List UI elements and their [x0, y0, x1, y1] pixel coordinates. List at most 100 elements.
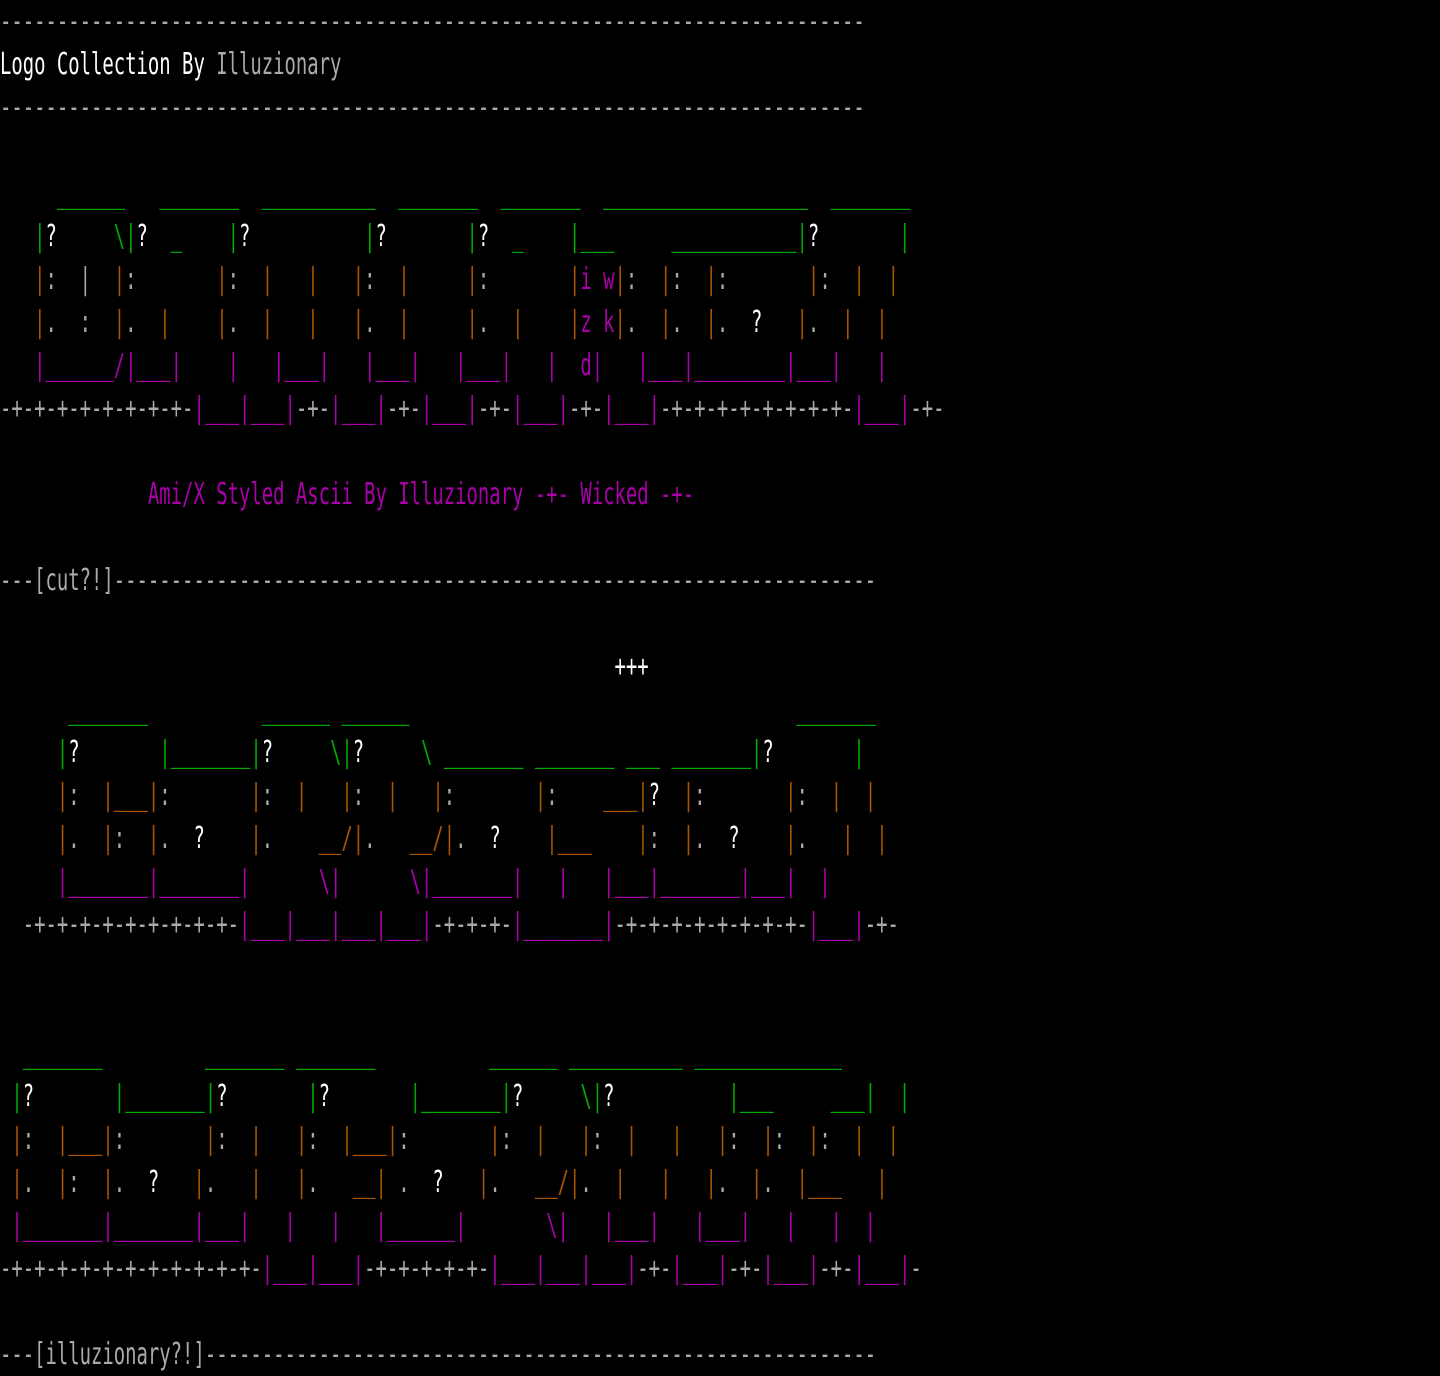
- text-segment: |___|___|___|___|: [238, 907, 433, 942]
- text-segment: |: [0, 1079, 23, 1114]
- text-segment: | |: [489, 305, 581, 340]
- text-line: |: | |: |: | | |: | |: |i w|: |: |: |: |…: [0, 258, 899, 301]
- text-segment: ?: [261, 735, 274, 770]
- text-segment: :: [694, 778, 706, 813]
- text-segment: :: [546, 778, 558, 813]
- text-segment: Ami/X Styled Ascii By Illuzionary -+- Wi…: [0, 477, 695, 512]
- text-segment: .: [113, 1165, 148, 1200]
- text-segment: |: [102, 1165, 114, 1200]
- text-segment: |_______|: [329, 1079, 513, 1114]
- text-segment: .: [807, 305, 843, 340]
- text-segment: :: [216, 1122, 251, 1157]
- text-segment: -+-+-+-+-+-+-+-+-: [0, 391, 194, 426]
- text-line: _______ ______ ______ _______: [0, 688, 876, 731]
- text-segment: |___|: [341, 1122, 399, 1157]
- text-segment: \|: [273, 735, 353, 770]
- text-segment: | | |: [591, 1165, 717, 1200]
- text-line: ---[illuzionary?!]----------------------…: [0, 1333, 876, 1376]
- text-segment: ?: [136, 219, 148, 254]
- text-segment: |: [773, 735, 865, 770]
- text-segment: .: [261, 821, 274, 856]
- text-segment: |: [0, 1122, 23, 1157]
- text-segment: -+-: [728, 1251, 763, 1286]
- text-segment: |: [739, 821, 797, 856]
- text-segment: | | |: [261, 305, 365, 340]
- text-segment: :: [398, 1122, 410, 1157]
- text-segment: |_______|: [34, 1079, 217, 1114]
- text-segment: z k: [580, 305, 615, 340]
- text-segment: | |: [136, 305, 228, 340]
- text-segment: .: [307, 1165, 319, 1200]
- text-segment: |: [125, 1122, 217, 1157]
- text-segment: -+-: [477, 391, 513, 426]
- text-line: ----------------------------------------…: [0, 86, 865, 129]
- text-segment: _ |: [147, 219, 239, 254]
- text-segment: |: [113, 305, 126, 340]
- text-segment: -+-+-+-+-+-+-+-+-: [659, 391, 854, 426]
- text-segment: ?: [512, 1079, 524, 1114]
- text-segment: | |: [842, 305, 888, 340]
- text-segment: +++: [0, 649, 649, 684]
- text-segment: ?: [489, 821, 501, 856]
- text-segment: ?: [728, 821, 740, 856]
- text-segment: :: [716, 262, 729, 297]
- text-segment: -+-+-+-+-+-+-+-+-+-+-+-: [0, 1251, 262, 1286]
- text-segment: .: [671, 305, 706, 340]
- text-segment: |: [705, 305, 717, 340]
- text-segment: ?: [375, 219, 387, 254]
- text-segment: | |: [534, 1122, 592, 1157]
- text-line: -+-+-+-+-+-+-+-+-|___|___|-+-|___|-+-|__…: [0, 387, 944, 430]
- text-segment: |___|: [329, 391, 387, 426]
- text-segment: |___|___|: [261, 1251, 365, 1286]
- text-segment: |___|___|: [193, 391, 296, 426]
- text-segment: | | |: [261, 262, 365, 297]
- text-segment: ?: [807, 219, 820, 254]
- text-segment: :: [500, 1122, 535, 1157]
- text-segment: _ |___ ___________|: [489, 219, 808, 254]
- text-segment: |: [159, 1165, 205, 1200]
- text-segment: -: [910, 1251, 922, 1286]
- text-segment: |___ ___| |: [614, 1079, 911, 1114]
- text-segment: |: [0, 219, 46, 254]
- text-segment: :: [352, 778, 387, 813]
- text-segment: ?: [216, 1079, 228, 1114]
- text-segment: | |: [830, 778, 877, 813]
- text-segment: :: [796, 778, 831, 813]
- text-segment: |_______|_______| \| \|_______| | |___|_…: [0, 864, 831, 899]
- text-segment: |: [705, 778, 797, 813]
- text-segment: |___|: [421, 391, 478, 426]
- text-segment: | |: [216, 1165, 308, 1200]
- text-segment: |___|: [102, 778, 160, 813]
- text-line: |_______|_______|___| | | |______| \| |_…: [0, 1204, 876, 1247]
- text-segment: -+-: [864, 907, 899, 942]
- text-line: |? |_______|? |? |_______|? \|? |___ ___…: [0, 1075, 910, 1118]
- text-segment: | |: [853, 1122, 899, 1157]
- text-segment: :: [819, 262, 854, 297]
- text-segment: ?: [432, 1165, 444, 1200]
- text-segment: |_______|_______|___| | | |______| \| |_…: [0, 1208, 877, 1243]
- text-line: -+-+-+-+-+-+-+-+-+-|___|___|___|___|-+-+…: [0, 903, 899, 946]
- text-segment: :: [728, 1122, 763, 1157]
- text-segment: .: [694, 821, 729, 856]
- text-segment: -+-: [637, 1251, 672, 1286]
- text-segment: |: [0, 262, 46, 297]
- text-segment: :: [113, 1122, 126, 1157]
- text-line: ----------------------------------------…: [0, 0, 865, 43]
- text-segment: .: [455, 821, 490, 856]
- text-segment: |: [0, 735, 69, 770]
- text-segment: |: [751, 1165, 763, 1200]
- text-segment: | |: [295, 778, 353, 813]
- text-segment: | |: [386, 778, 444, 813]
- text-segment: Logo Collection By: [0, 47, 217, 82]
- text-segment: |___|: [807, 907, 865, 942]
- text-segment: |: [614, 262, 626, 297]
- text-segment: | |: [853, 262, 899, 297]
- text-segment: :: [591, 1122, 626, 1157]
- text-segment: -+-+-+-+-+-: [364, 1251, 490, 1286]
- text-line: ---[cut?!]------------------------------…: [0, 559, 876, 602]
- text-segment: |: [102, 821, 114, 856]
- text-line: |______/|___| | |___| |___| |___| | d| |…: [0, 344, 887, 387]
- text-segment: ?: [603, 1079, 615, 1114]
- text-segment: |: [705, 262, 717, 297]
- text-segment: |: [489, 262, 581, 297]
